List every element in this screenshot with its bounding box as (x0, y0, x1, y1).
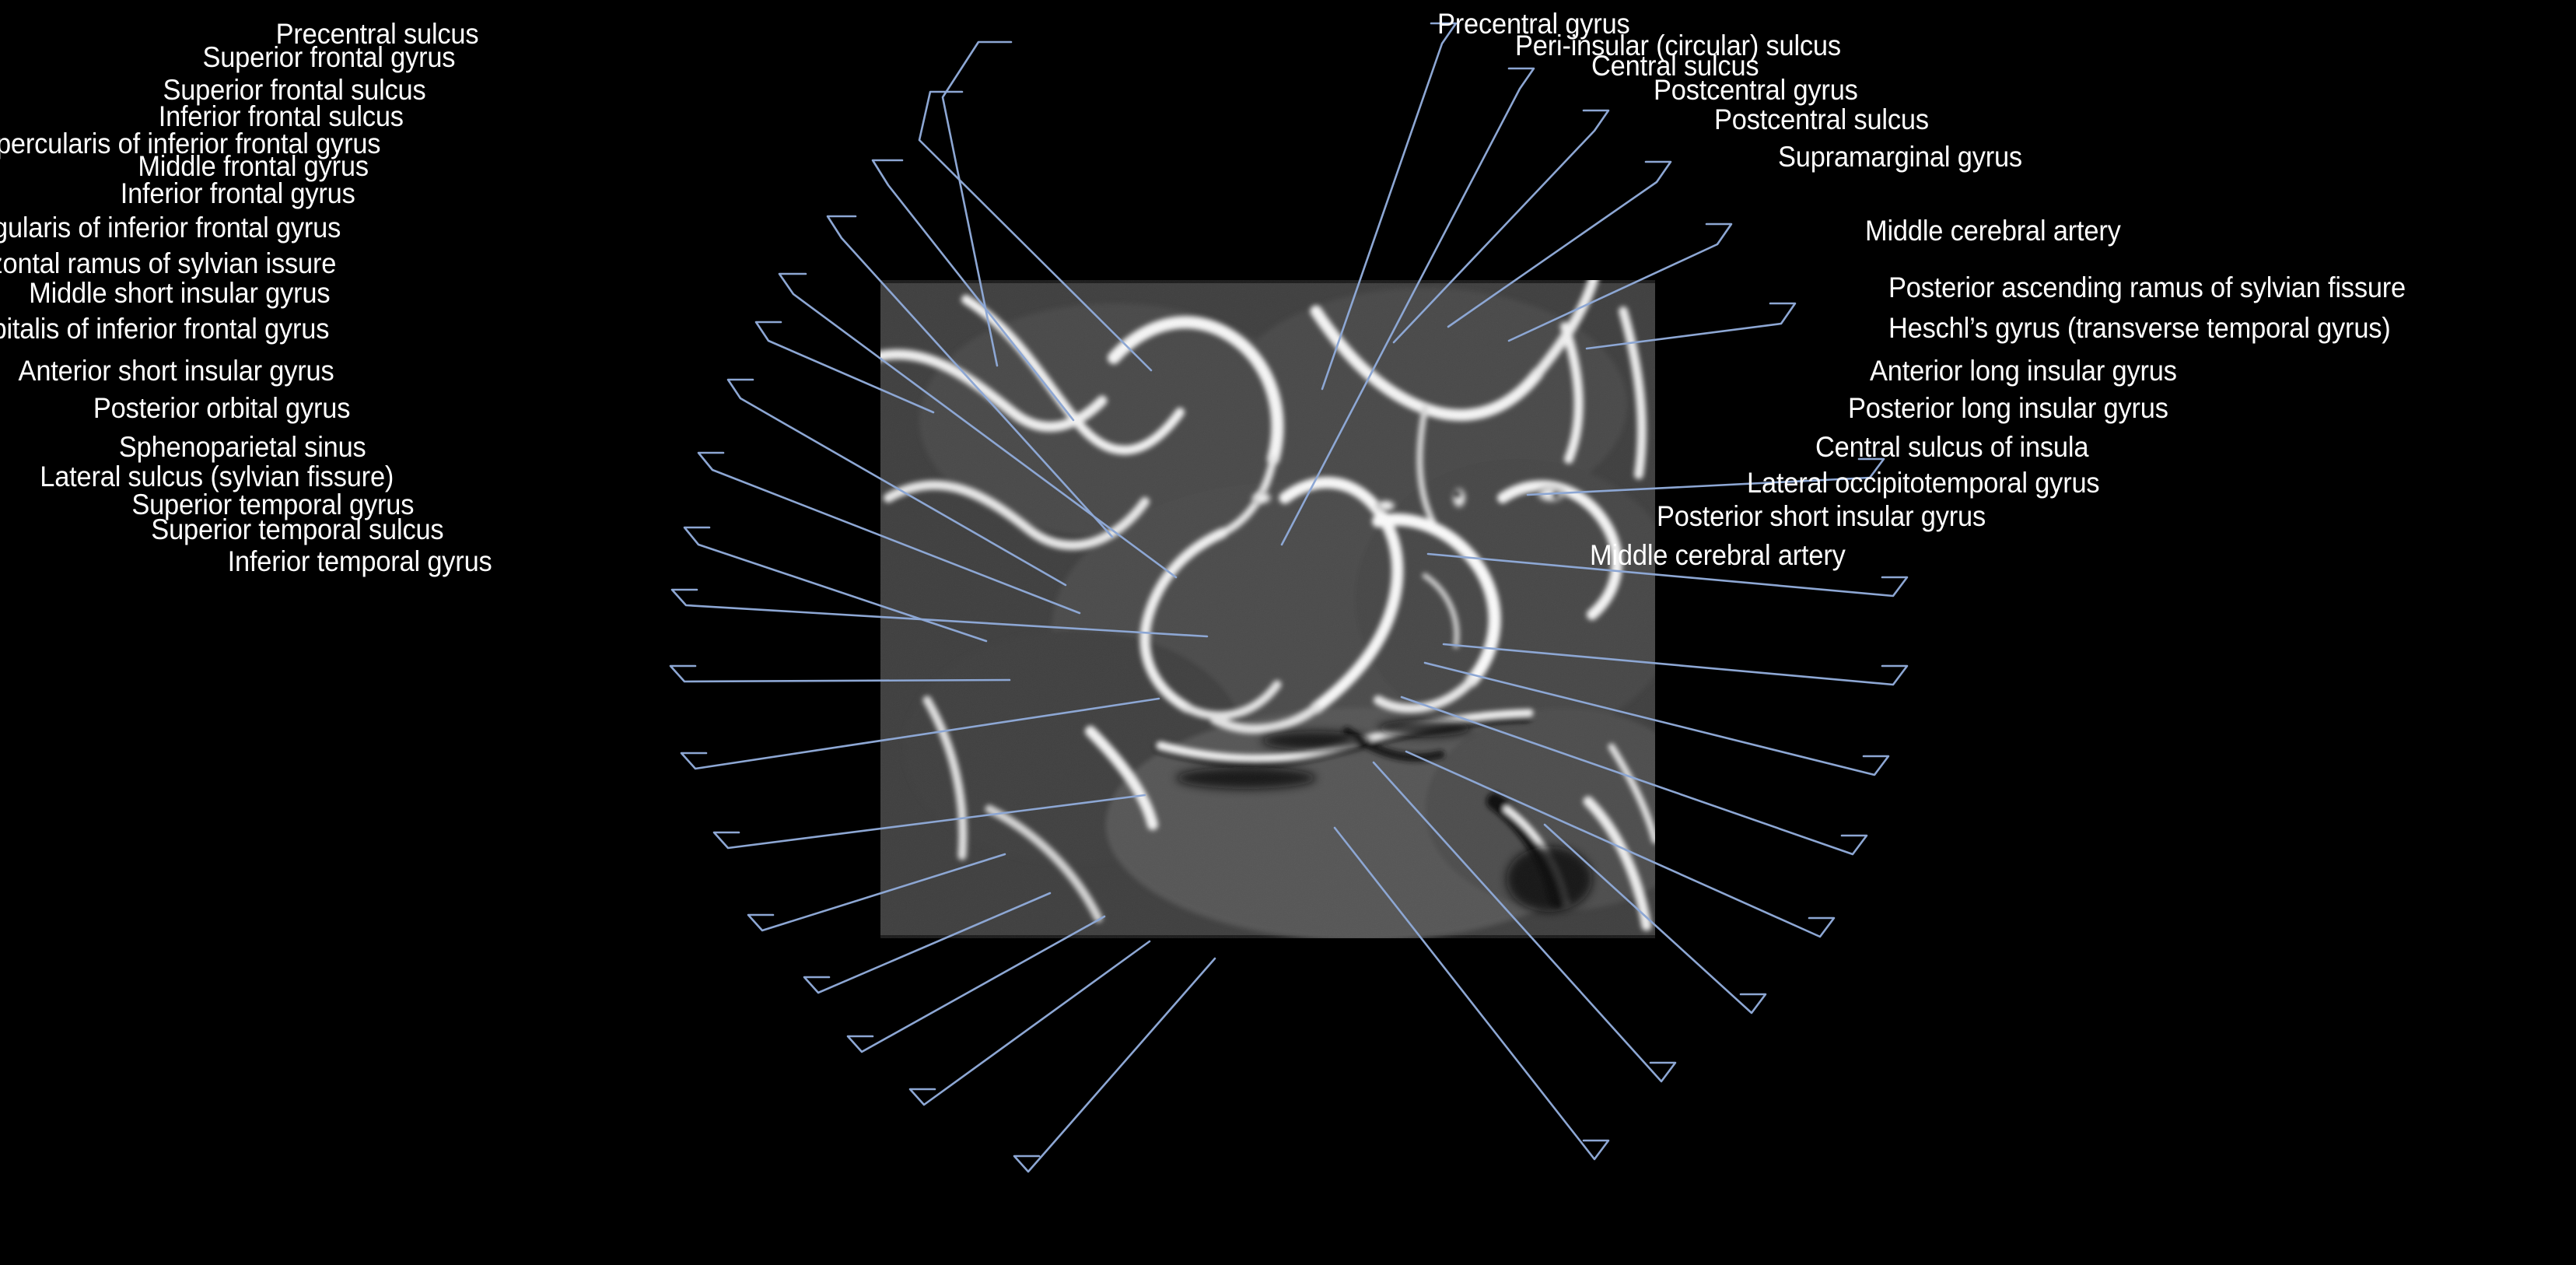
label-posterior-ascending-ramus: Posterior ascending ramus of sylvian fis… (1888, 272, 2406, 303)
label-middle-frontal-gyrus: Middle frontal gyrus (138, 150, 369, 182)
label-pars-triangularis: Pars triangularis of inferior frontal gy… (0, 212, 341, 244)
label-inferior-frontal-gyrus: Inferior frontal gyrus (121, 177, 355, 209)
label-central-sulcus-of-insula: Central sulcus of insula (1815, 431, 2089, 463)
label-postcentral-sulcus: Postcentral sulcus (1714, 103, 1929, 135)
label-middle-cerebral-artery-lower: Middle cerebral artery (1590, 539, 1846, 571)
label-middle-cerebral-artery-upper: Middle cerebral artery (1865, 215, 2121, 247)
label-peri-insular-sulcus: Peri-insular (circular) sulcus (1515, 30, 1841, 61)
label-precentral-sulcus: Precentral sulcus (275, 18, 478, 50)
label-precentral-gyrus: Precentral gyrus (1437, 8, 1630, 40)
label-sphenoparietal-sinus: Sphenoparietal sinus (119, 431, 366, 463)
label-pars-orbitalis: Pars orbitalis of inferior frontal gyrus (0, 313, 329, 345)
label-posterior-orbital-gyrus: Posterior orbital gyrus (93, 392, 351, 424)
label-posterior-short-insular-gyrus: Posterior short insular gyrus (1657, 500, 1986, 532)
label-lateral-sulcus: Lateral sulcus (sylvian fissure) (40, 461, 394, 492)
label-superior-frontal-gyrus: Superior frontal gyrus (202, 41, 455, 73)
label-central-sulcus: Central sulcus (1591, 50, 1759, 82)
mri-render (880, 265, 1655, 954)
leader-inferior-temporal-gyrus (1013, 957, 1216, 1173)
label-anterior-horizontal-ramus: Anterior horizontal ramus of sylvian iss… (0, 247, 336, 279)
label-superior-temporal-gyrus: Superior temporal gyrus (131, 489, 414, 520)
label-inferior-frontal-sulcus: Inferior frontal sulcus (158, 100, 404, 132)
leader-superior-temporal-sulcus (908, 940, 1151, 1106)
label-inferior-temporal-gyrus: Inferior temporal gyrus (228, 545, 492, 577)
label-superior-frontal-sulcus: Superior frontal sulcus (163, 74, 426, 106)
label-lateral-occipitotemporal-gyrus: Lateral occipitotemporal gyrus (1747, 467, 2100, 499)
label-anterior-long-insular-gyrus: Anterior long insular gyrus (1870, 355, 2177, 387)
label-heschls-gyrus: Heschl’s gyrus (transverse temporal gyru… (1888, 312, 2391, 344)
mri-image (880, 265, 1655, 954)
label-anterior-short-insular-gyrus: Anterior short insular gyrus (19, 355, 334, 387)
label-postcentral-gyrus: Postcentral gyrus (1654, 74, 1858, 106)
label-pars-opercularis: Pars opercularis of inferior frontal gyr… (0, 128, 380, 159)
label-middle-short-insular-gyrus: Middle short insular gyrus (28, 277, 330, 309)
label-posterior-long-insular-gyrus: Posterior long insular gyrus (1848, 392, 2168, 424)
label-supramarginal-gyrus: Supramarginal gyrus (1778, 141, 2022, 173)
label-superior-temporal-sulcus: Superior temporal sulcus (150, 513, 443, 545)
